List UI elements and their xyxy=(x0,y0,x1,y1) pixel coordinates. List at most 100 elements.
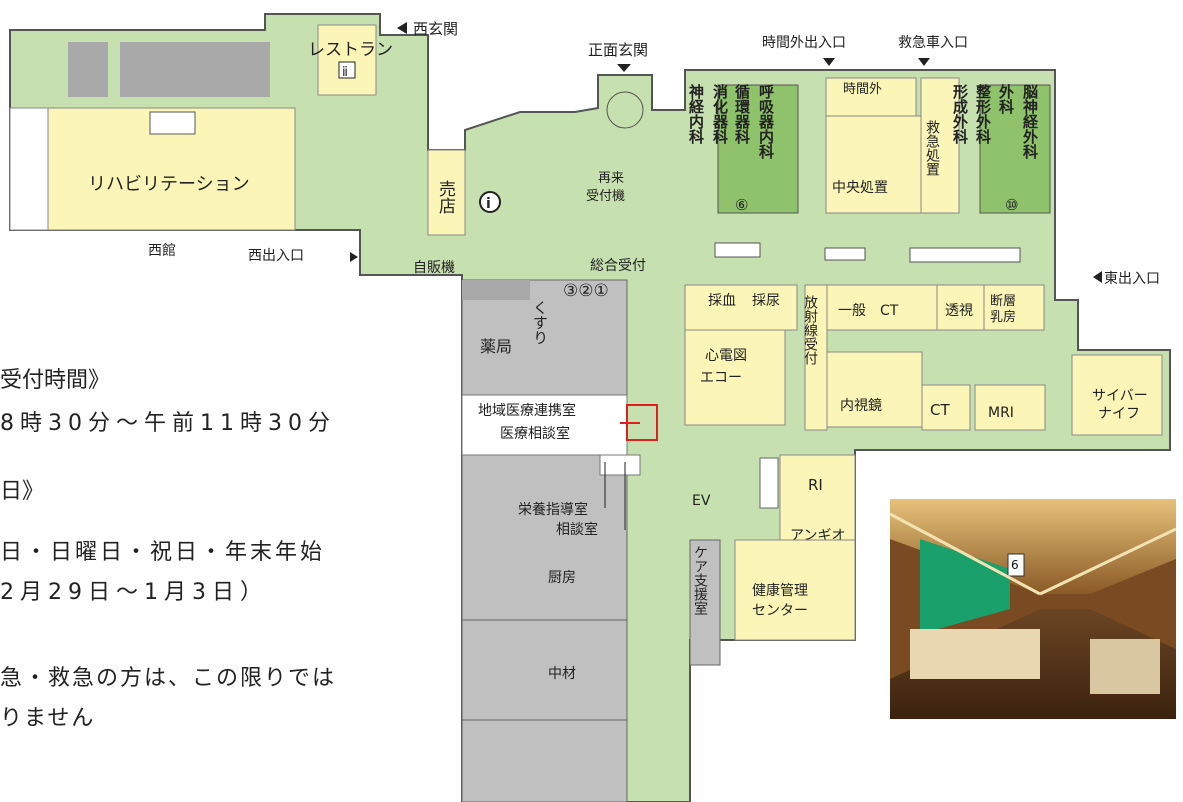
west-exit-label: 西出入口 xyxy=(248,248,304,264)
revolving-door xyxy=(606,91,644,129)
closed-days: 日・日曜日・祝日・年末年始 xyxy=(0,540,326,565)
hallway-photo: 6 xyxy=(890,499,1176,719)
arrow-icon xyxy=(350,252,358,262)
arrow-icon xyxy=(397,22,407,34)
ct-label: CT xyxy=(880,303,899,319)
shop-label: 売店 xyxy=(435,180,456,214)
note-line2: りません xyxy=(0,706,96,731)
reception-info: 受付時間》 8時30分～午前11時30分 日》 日・日曜日・祝日・年末年始 2月… xyxy=(0,0,430,802)
arrow-icon xyxy=(1093,271,1102,283)
ecg-line1: 心電図 xyxy=(705,348,747,364)
arrow-icon xyxy=(918,58,930,66)
pharmacy-zone xyxy=(461,279,628,802)
ortho-label: 整形外科 xyxy=(974,83,992,145)
consultation-label: 医療相談室 xyxy=(500,425,570,442)
arrow-icon xyxy=(617,64,631,72)
neurosurgery-label: 脳神経外科 xyxy=(1021,83,1039,160)
closed-period: 2月29日～1月3日） xyxy=(0,580,268,605)
shop-room xyxy=(427,149,466,236)
ecg-room xyxy=(684,329,786,426)
cyberknife-room xyxy=(1071,354,1163,436)
photo-ceiling xyxy=(890,499,1176,594)
hours-title: 受付時間》 xyxy=(0,368,111,393)
after-hours-label: 時間外 xyxy=(843,82,882,97)
corridor-sign xyxy=(714,242,761,258)
photo-chairs xyxy=(1090,639,1160,694)
ri-label: RI xyxy=(808,476,823,494)
nutrition-room xyxy=(599,454,641,476)
ambulance-entrance-label: 救急車入口 xyxy=(898,34,968,51)
block10-label: ⑩ xyxy=(1005,196,1018,214)
corridor-box xyxy=(824,247,866,261)
plastic-label: 形成外科 xyxy=(951,83,969,145)
ecg-line2: エコー xyxy=(700,370,742,386)
wall-block xyxy=(462,280,530,300)
cyberknife-label: サイバーナイフ xyxy=(1092,388,1148,422)
central-room xyxy=(825,115,922,214)
ri-room xyxy=(779,454,856,541)
photo-sign-number: 6 xyxy=(1011,558,1019,572)
fork-icon: ⅱ xyxy=(342,65,348,80)
wall-block xyxy=(120,42,150,97)
after-hours-entrance-label: 時間外出入口 xyxy=(762,35,846,51)
vending-label: 自販機 xyxy=(413,260,455,276)
gastro-label: 消化器科 xyxy=(711,83,729,145)
neurology-label: 神経内科 xyxy=(687,83,705,145)
mri-label: MRI xyxy=(988,405,1014,421)
surgery-label: 外科 xyxy=(997,83,1015,115)
photo-light xyxy=(1039,527,1176,596)
rehab-label: リハビリテーション xyxy=(88,174,250,195)
ct2-label: CT xyxy=(930,401,950,419)
info-icon-text: i xyxy=(486,196,491,212)
endoscopy-label: 内視鏡 xyxy=(840,398,882,414)
kitchen-label: 厨房 xyxy=(548,570,576,586)
restaurant-room xyxy=(317,24,377,96)
lab-room xyxy=(684,284,798,331)
medicine-label: くすり xyxy=(531,300,549,345)
corridor-box xyxy=(909,247,1021,263)
nutrition-label: 栄養指導室 xyxy=(518,501,588,518)
emergency-label: 救急処置 xyxy=(924,120,940,176)
front-entrance-label: 正面玄関 xyxy=(588,41,648,59)
ecg-label: 心電図 エコー xyxy=(700,348,751,386)
rehab-room xyxy=(47,107,296,231)
health-label: 健康管理センター xyxy=(752,582,808,619)
tomo-label: 断層乳房 xyxy=(990,294,1016,325)
hallway-photo-art: 6 xyxy=(890,499,1176,719)
blood-label: 採血 xyxy=(708,293,736,309)
white-room xyxy=(9,107,49,231)
supplies-label: 中材 xyxy=(548,666,576,682)
photo-counter xyxy=(910,629,1040,679)
reception-numbers: ③②① xyxy=(563,281,609,301)
fluoro-label: 透視 xyxy=(945,303,973,319)
liaison-label: 地域医療連携室 xyxy=(478,402,576,419)
central-label: 中央処置 xyxy=(832,180,888,196)
info-icon xyxy=(479,191,501,213)
tomo-room xyxy=(983,284,1045,331)
note-line1: 急・救急の方は、この限りでは xyxy=(0,666,337,691)
respiratory-label: 呼吸器内科 xyxy=(757,84,775,160)
photo-green-wall xyxy=(920,539,1010,634)
general-label: 一般 xyxy=(838,303,866,319)
west-wing-label: 西館 xyxy=(148,242,176,259)
internal-med-block xyxy=(717,84,799,214)
reception-label: 総合受付 xyxy=(590,258,646,274)
wall-block xyxy=(150,42,270,97)
urine-label: 採尿 xyxy=(752,293,780,309)
liaison-room xyxy=(461,394,628,456)
east-exit-label: 東出入口 xyxy=(1104,271,1160,287)
mri-room xyxy=(974,384,1046,431)
rehab-window xyxy=(149,111,196,135)
care-label: ケア支援室 xyxy=(692,545,708,615)
ev-door xyxy=(759,457,779,509)
wall-block xyxy=(68,42,108,97)
cardio-label: 循環器科 xyxy=(733,83,751,145)
surgery-block xyxy=(979,84,1051,214)
photo-light xyxy=(890,512,1041,596)
care-room xyxy=(689,539,721,666)
health-room xyxy=(734,539,856,641)
west-entrance-label: 西玄関 xyxy=(413,20,458,38)
emergency-room xyxy=(920,77,960,214)
hours-text: 8時30分～午前11時30分 xyxy=(0,411,336,436)
